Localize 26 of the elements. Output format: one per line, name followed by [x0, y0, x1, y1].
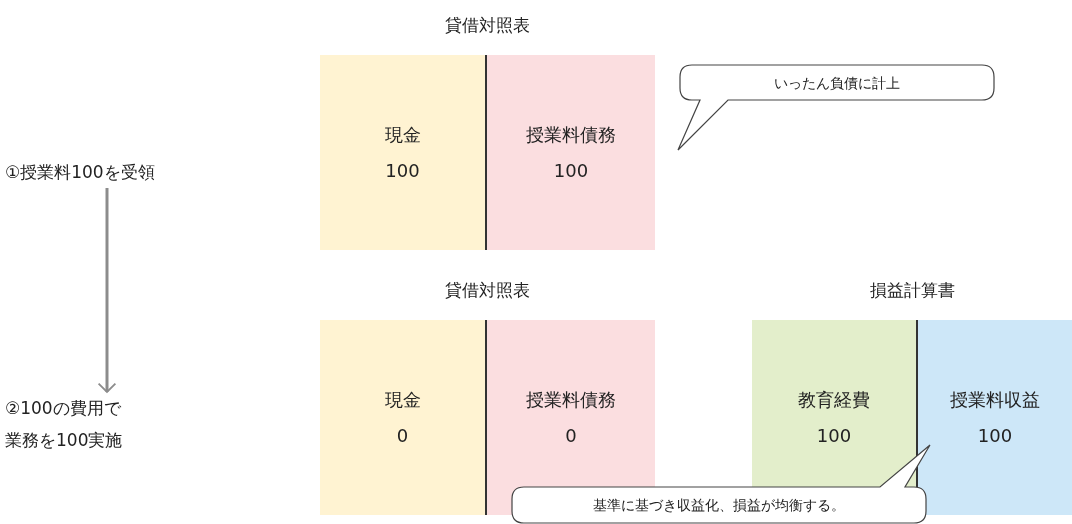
table-cell — [487, 55, 655, 250]
account-name: 教育経費 — [798, 387, 870, 412]
account-name: 授業料債務 — [526, 122, 616, 147]
table-cell — [320, 55, 487, 250]
amount: 0 — [396, 423, 409, 448]
table-title: 貸借対照表 — [445, 279, 530, 302]
callout-text: 基準に基づき収益化、損益が均衡する。 — [592, 496, 846, 514]
table-title: 貸借対照表 — [445, 14, 530, 37]
amount: 100 — [977, 423, 1013, 448]
amount: 100 — [553, 158, 589, 183]
table-title: 損益計算書 — [869, 279, 955, 302]
callout-text: いったん負債に計上 — [773, 73, 901, 92]
arrow — [97, 188, 117, 393]
account-name: 現金 — [384, 122, 421, 147]
amount: 0 — [565, 423, 577, 448]
table-cell — [320, 320, 487, 515]
callout-tooltip — [512, 443, 932, 523]
account-name: 授業料収益 — [950, 387, 1040, 412]
step-text: ①授業料100を受領 — [5, 156, 225, 188]
step-text: ②100の費用で業務を100実施 — [5, 392, 127, 456]
amount: 100 — [816, 423, 852, 448]
table-cell — [918, 320, 1072, 515]
amount: 100 — [385, 158, 420, 183]
account-name: 現金 — [384, 387, 421, 412]
account-name: 授業料債務 — [526, 387, 616, 412]
callout-tooltip — [676, 65, 992, 152]
